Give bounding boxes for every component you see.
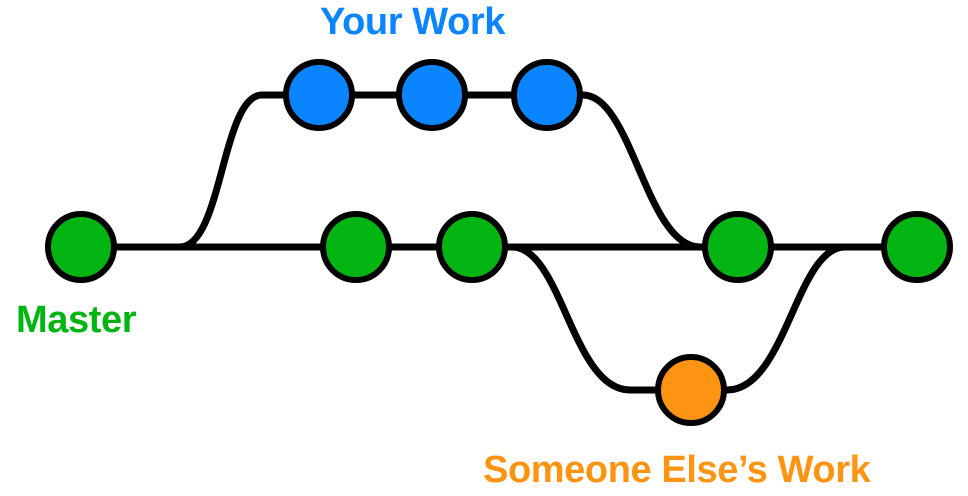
commit-node-master-1[interactable] xyxy=(45,211,117,283)
branch-your-work-commits xyxy=(283,59,583,131)
branch-label-your-work: Your Work xyxy=(320,1,506,43)
branch-label-master: Master xyxy=(16,299,137,341)
edge-someone-else-branch-out xyxy=(508,243,634,394)
branch-someone-else-commits xyxy=(655,354,727,426)
commit-node-someone-else-1[interactable] xyxy=(655,354,727,426)
commit-node-your-work-1[interactable] xyxy=(283,59,355,131)
commit-node-your-work-3[interactable] xyxy=(511,59,583,131)
edge-your-work-merge-in xyxy=(579,91,704,251)
commit-node-layer xyxy=(45,59,953,426)
commit-node-your-work-2[interactable] xyxy=(396,59,468,131)
edge-someone-else-merge-in xyxy=(723,243,849,394)
commit-node-master-4[interactable] xyxy=(702,211,774,283)
branch-master-commits xyxy=(45,211,953,283)
commit-node-master-3[interactable] xyxy=(436,211,508,283)
commit-node-master-5[interactable] xyxy=(881,211,953,283)
edge-your-work-branch-out xyxy=(176,91,266,251)
branch-label-someone-else: Someone Else’s Work xyxy=(483,449,871,491)
commit-node-master-2[interactable] xyxy=(320,211,392,283)
